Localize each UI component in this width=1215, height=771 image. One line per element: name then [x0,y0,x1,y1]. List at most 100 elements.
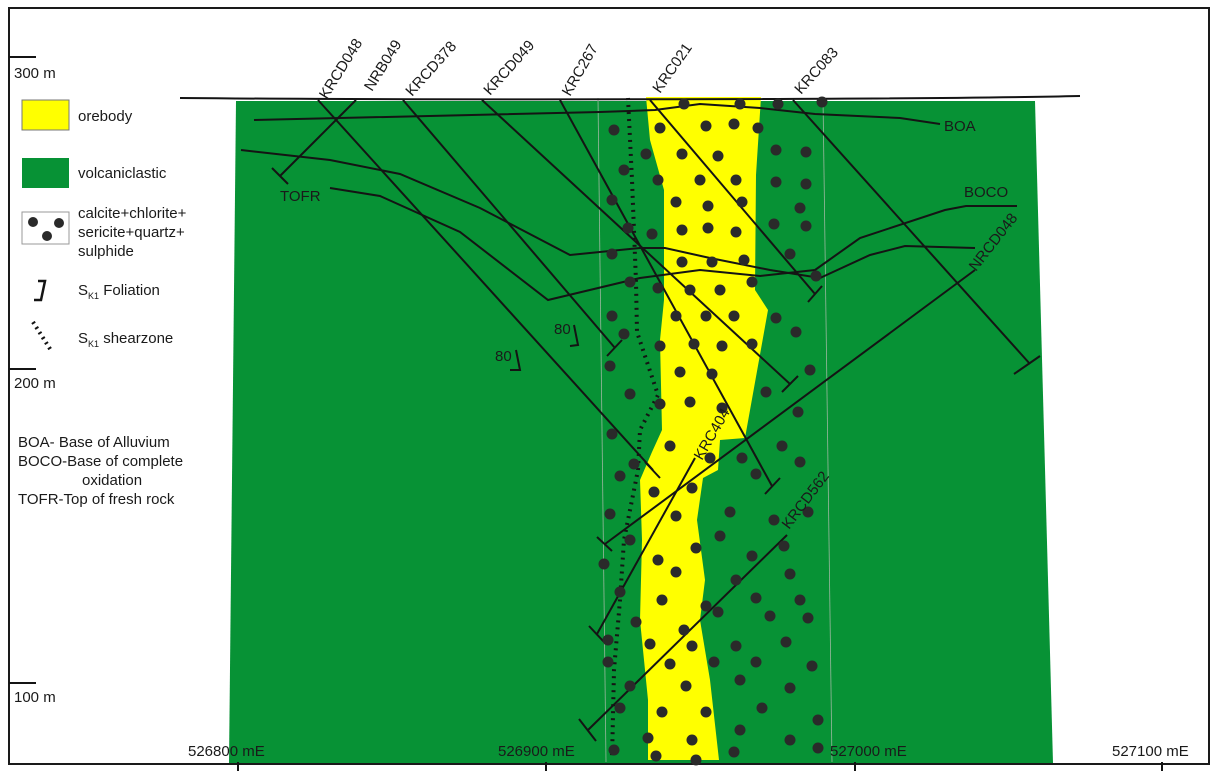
alteration-dot [676,148,688,160]
legend-label-alteration-3: sulphide [78,243,134,260]
alteration-dot [670,510,682,522]
legend-swatch-orebody [21,99,70,131]
alteration-dot [670,196,682,208]
easting-label-526900: 526900 mE [498,743,575,760]
alteration-dot [670,566,682,578]
alteration-dot [664,658,676,670]
alteration-dot [690,542,702,554]
alteration-dot [688,338,700,350]
volcaniclastic-body [229,101,1053,763]
alteration-dot [706,368,718,380]
alteration-dot [738,254,750,266]
alteration-dot [802,612,814,624]
hole-label-nrb049: NRB049 [361,37,405,94]
alteration-dot [606,194,618,206]
alteration-dot [690,754,702,766]
drillhole-krc021 [649,99,816,295]
alteration-dot [750,592,762,604]
alteration-dot [770,312,782,324]
boa-line [253,102,941,125]
drillhole-krcd048 [279,99,357,177]
alteration-dot [730,640,742,652]
alteration-dot [746,276,758,288]
alteration-dot [784,568,796,580]
alteration-dot [784,682,796,694]
legend-label-alteration-1: calcite+chlorite+ [78,205,187,222]
drillhole-krcd378 [402,99,616,349]
alteration-dot [700,310,712,322]
alteration-dot [702,222,714,234]
alteration-dot [812,714,824,726]
alteration-dot [704,452,716,464]
alteration-dot [730,574,742,586]
alteration-dot [714,284,726,296]
alteration-dot [770,144,782,156]
abbrev-boa: BOA- Base of Alluvium [18,434,170,451]
alteration-dot [770,176,782,188]
elevation-label-200: 200 m [14,375,56,392]
topography-line [179,95,1081,101]
alteration-dot [624,388,636,400]
drillhole-nrcd048 [604,269,976,545]
alteration-dot [714,530,726,542]
alteration-dot [802,506,814,518]
alteration-dot [816,96,828,108]
alteration-dot [784,734,796,746]
alteration-dot [680,680,692,692]
alteration-dot [622,222,634,234]
drillhole-krcd049 [481,99,791,385]
drillhole-krc083 [792,99,1031,365]
boundary-lines [179,95,1081,302]
alteration-dot [656,594,668,606]
alteration-dot [656,706,668,718]
alteration-dot [652,282,664,294]
drillhole-krc267 [559,99,773,487]
alteration-dot [628,458,640,470]
alteration-dot [646,228,658,240]
alteration-dot [712,606,724,618]
foliation-symbols [510,324,580,371]
alteration-dot [734,674,746,686]
hole-label-krc267: KRC267 [559,41,602,99]
alteration-dot [784,248,796,260]
alteration-dot [614,586,626,598]
alteration-dot [790,326,802,338]
alteration-dot [684,284,696,296]
alteration-dot [650,750,662,762]
alteration-dot [760,386,772,398]
alteration-dot [756,702,768,714]
alteration-dot [608,124,620,136]
elevation-ticks [9,56,36,684]
alteration-dot [728,118,740,130]
dip-label: 80 [554,321,571,338]
legend-label-orebody: orebody [78,108,133,125]
alteration-dot [794,202,806,214]
alteration-dot [630,616,642,628]
alteration-dot [728,310,740,322]
alteration-dot [768,514,780,526]
legend-dot [54,218,64,228]
legend-label-foliation: SK1 Foliation [78,282,160,301]
alteration-dot [728,746,740,758]
alteration-dot [778,540,790,552]
alteration-dot [678,98,690,110]
alteration-dot [676,224,688,236]
alteration-dot [750,656,762,668]
abbrev-tofr: TOFR-Top of fresh rock [18,491,175,508]
legend-dot [28,217,38,227]
alteration-dot [734,724,746,736]
alteration-dot [606,248,618,260]
alteration-dot [604,360,616,372]
alteration-dot [654,340,666,352]
alteration-dot [694,174,706,186]
alteration-dot [670,310,682,322]
alteration-dot [734,98,746,110]
legend-swatch-volcaniclastic [22,158,69,188]
alteration-dot [684,396,696,408]
alteration-dot [712,150,724,162]
legend-dot [42,231,52,241]
abbreviation-notes: BOA- Base of Alluvium BOCO-Base of compl… [18,434,183,508]
alteration-dot [608,744,620,756]
alteration-dot [724,506,736,518]
alteration-dot [640,148,652,160]
